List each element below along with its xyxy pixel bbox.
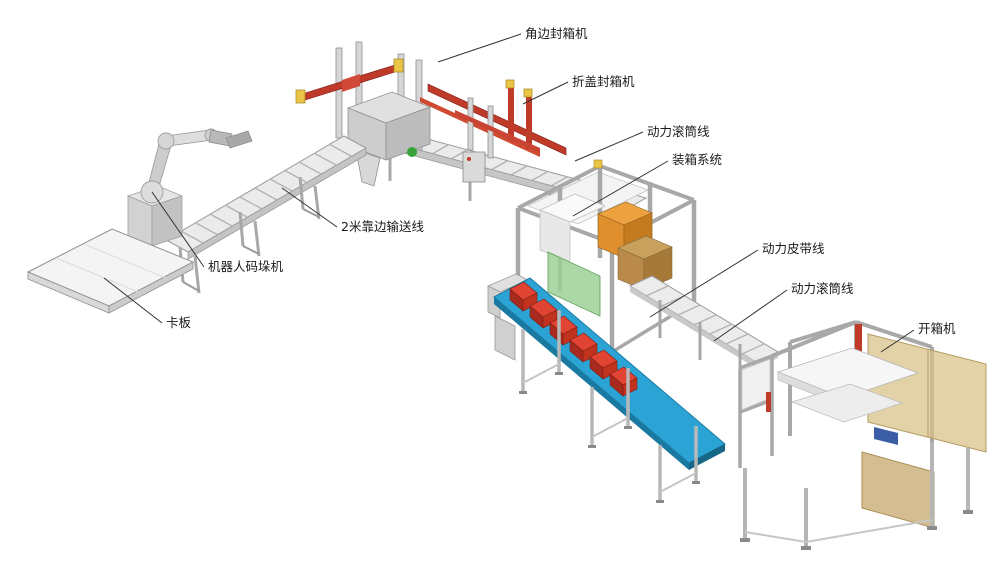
red-bar [855,324,862,364]
leader-belt-line [649,249,759,318]
leader-roller-line-top [574,131,644,162]
label-flap-sealer: 折盖封箱机 [572,74,635,89]
control-cabinet [462,151,486,183]
red-post [526,95,532,149]
labels: 角边封箱机 折盖封箱机 动力滚筒线 装箱系统 动力皮带线 动力滚筒线 开箱机 2… [166,26,956,336]
leader-pallet [103,277,163,324]
label-pallet: 卡板 [166,315,192,330]
hopper [355,149,381,187]
pallet-board [26,228,195,314]
label-roller-line-top: 动力滚筒线 [647,124,710,139]
drive-cabinet [494,315,516,361]
yellow-cap [505,79,515,89]
lower-deck [790,383,904,423]
opener-feet [740,510,973,550]
leader-lines [103,33,915,353]
label-case-opener: 开箱机 [918,321,956,336]
leader-flap-sealer [522,81,569,105]
case-opener-machine [738,320,987,550]
conveyor-feet [182,208,320,292]
edge-conveyor-2m [164,135,368,294]
leader-edge-conveyor [281,187,338,228]
leader-robot-palletizer [151,191,205,268]
label-packing-system: 装箱系统 [672,152,722,167]
palletizing-robot [126,128,253,247]
red-rail [455,110,540,153]
red-long-beam-2 [420,97,540,157]
label-edge-conveyor-2m: 2米靠边输送线 [341,219,424,234]
belt-feet [519,372,700,503]
belt-leg-braces [522,363,697,493]
leader-packing-system [572,160,669,217]
yellow-cap [393,58,404,73]
robot-elbow-joint [157,132,175,150]
yellow-cap [523,88,533,98]
conveyor-legs [178,176,321,294]
left-subframe [738,354,774,468]
rollers [180,143,352,244]
blue-part [874,427,898,445]
label-corner-sealer: 角边封箱机 [525,26,588,41]
belt-legs [521,310,698,500]
leader-corner-sealer [437,33,522,63]
leader-case-opener [880,329,915,353]
red-detail [766,392,771,412]
robot-gripper-plate [225,130,253,149]
green-logo [407,147,417,157]
green-panel [547,251,601,317]
label-robot-palletizer: 机器人码垛机 [208,259,284,274]
leader-roller-line-right [713,289,788,342]
yellow-cap [295,89,306,104]
red-carriage [342,74,360,92]
opener-legs [743,442,970,546]
indicator-lamp [467,157,471,161]
label-roller-line-right: 动力滚筒线 [791,281,854,296]
amber-box [861,451,935,529]
flap-sealer-machine [455,79,540,183]
label-belt-line: 动力皮带线 [762,241,825,256]
belt-conveyor [487,273,726,503]
yellow-cap [593,159,603,169]
red-post [508,86,514,140]
